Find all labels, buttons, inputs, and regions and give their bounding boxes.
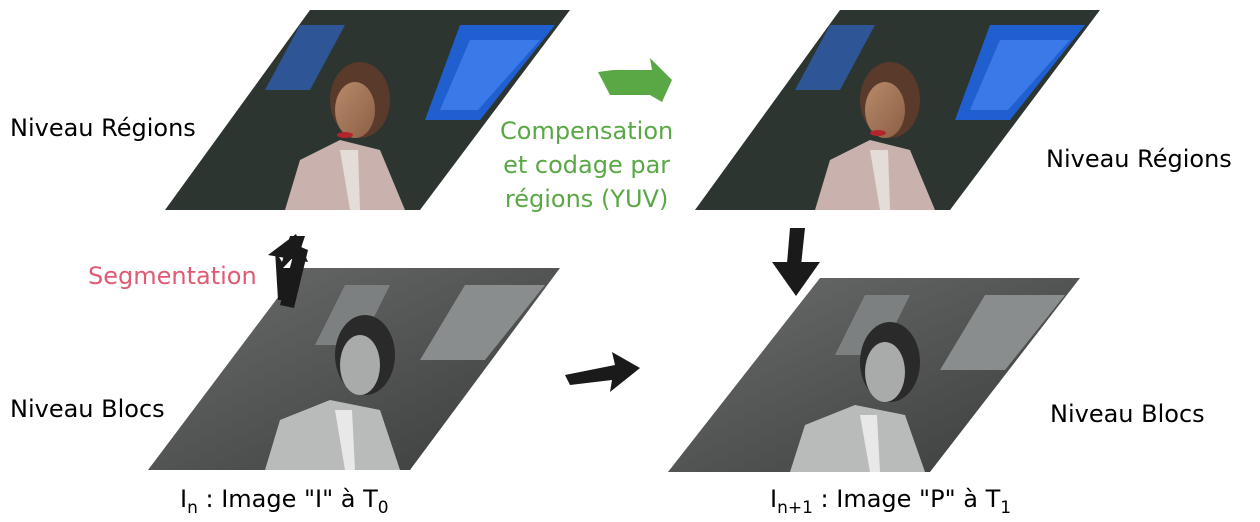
caption-right-symbol: I xyxy=(770,485,778,513)
decode-arrow-head xyxy=(772,262,820,296)
compensation-line-2: et codage par xyxy=(503,151,671,179)
compensation-line-3: régions (YUV) xyxy=(504,185,669,213)
label-block-level-left: Niveau Blocs xyxy=(10,395,165,423)
compensation-arrow xyxy=(598,58,672,102)
caption-right-text: : Image "P" à T xyxy=(812,485,1001,513)
caption-right-sub: n+1 xyxy=(777,498,813,518)
block-frame-right xyxy=(668,278,1080,472)
caption-right: In+1 : Image "P" à T1 xyxy=(770,485,1011,518)
label-region-level-left: Niveau Régions xyxy=(10,114,196,142)
caption-right-t-sub: 1 xyxy=(1000,498,1012,518)
region-frame-right xyxy=(695,10,1100,210)
caption-left: In : Image "I" à T0 xyxy=(180,485,389,518)
motion-arrow xyxy=(565,352,640,392)
label-block-level-right: Niveau Blocs xyxy=(1050,400,1205,428)
label-segmentation: Segmentation xyxy=(88,262,257,290)
caption-left-t-sub: 0 xyxy=(377,498,389,518)
caption-left-symbol: I xyxy=(180,485,188,513)
segmentation-arrow-head xyxy=(268,234,308,262)
label-compensation: Compensation et codage par régions (YUV) xyxy=(500,114,673,216)
region-frame-left xyxy=(165,10,570,210)
caption-left-text: : Image "I" à T xyxy=(197,485,378,513)
label-region-level-right: Niveau Régions xyxy=(1046,145,1232,173)
compensation-line-1: Compensation xyxy=(500,117,674,145)
caption-left-sub: n xyxy=(187,498,198,518)
block-frame-left xyxy=(148,268,560,470)
